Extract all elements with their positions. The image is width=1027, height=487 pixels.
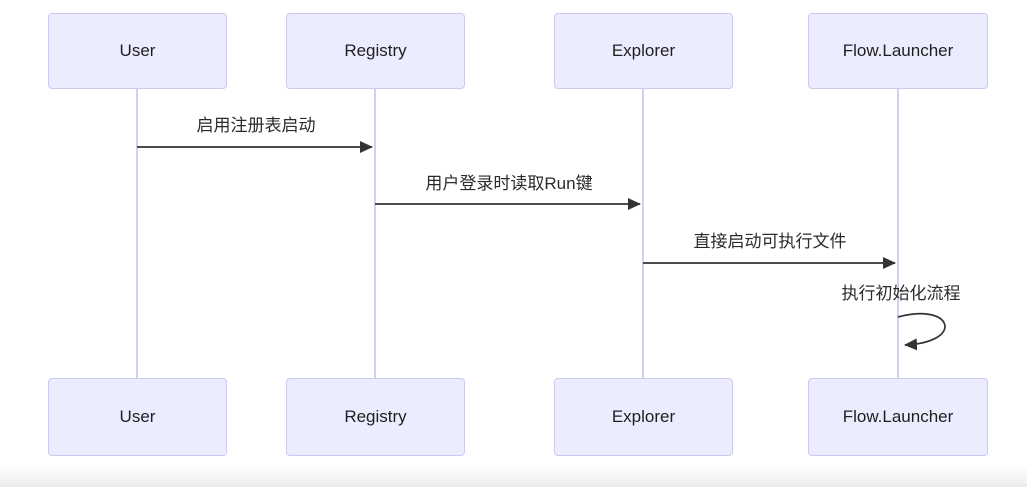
lifeline-explorer [642,89,644,378]
actor-label-user: User [119,41,156,60]
actor-label-flow-launcher: Flow.Launcher [842,407,954,426]
actor-box-explorer-bottom: Explorer [554,378,733,456]
actor-box-user-top: User [48,13,227,89]
self-loop-arrow [897,312,946,351]
actor-label-registry: Registry [344,407,407,426]
actor-box-flow-launcher-top: Flow.Launcher [808,13,988,89]
message-label-2: 用户登录时读取Run键 [425,174,593,193]
message-label-3: 直接启动可执行文件 [693,232,847,251]
actor-label-explorer: Explorer [611,407,676,426]
actor-box-explorer-top: Explorer [554,13,733,89]
lifeline-flow-launcher [897,89,899,378]
message-label-1: 启用注册表启动 [196,116,316,135]
lifeline-registry [374,89,376,378]
message-label-4: 执行初始化流程 [841,284,961,303]
actor-box-flow-launcher-bottom: Flow.Launcher [808,378,988,456]
actor-box-registry-bottom: Registry [286,378,465,456]
actor-box-user-bottom: User [48,378,227,456]
actor-label-user: User [119,407,156,426]
actor-label-explorer: Explorer [611,41,676,60]
actor-label-registry: Registry [344,41,407,60]
footer-strip [0,464,1027,487]
actor-label-flow-launcher: Flow.Launcher [842,41,954,60]
actor-box-registry-top: Registry [286,13,465,89]
lifeline-user [136,89,138,378]
